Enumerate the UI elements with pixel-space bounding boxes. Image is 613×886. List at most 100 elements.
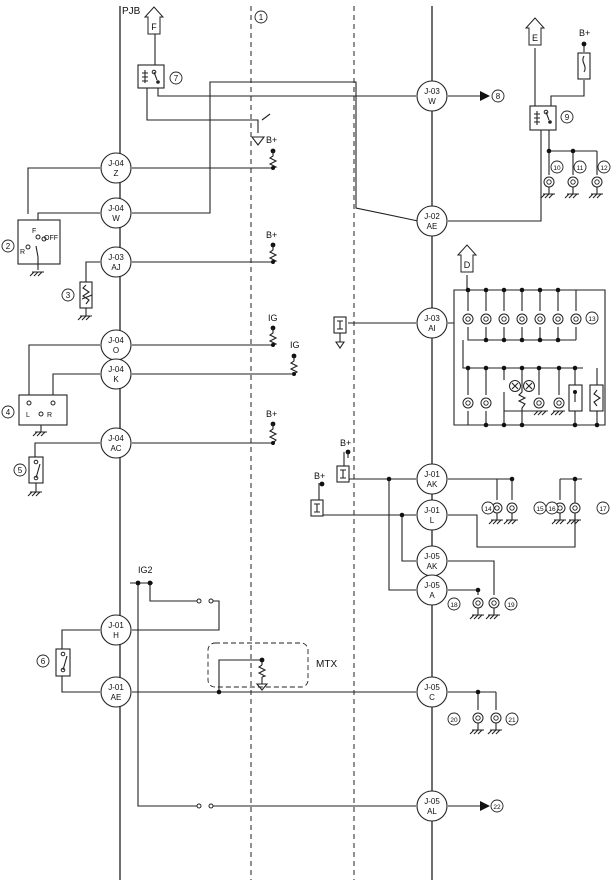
- svg-text:J-04: J-04: [108, 365, 124, 374]
- right-bplus-fuse: [577, 41, 591, 80]
- svg-text:17: 17: [599, 506, 607, 513]
- svg-text:L: L: [430, 516, 435, 525]
- svg-text:J-03: J-03: [424, 87, 440, 96]
- junction-j05a: J-05A: [416, 574, 448, 606]
- svg-text:AI: AI: [428, 324, 436, 333]
- supply-symbols: [135, 41, 591, 691]
- ref-12: 12: [597, 160, 611, 174]
- junction-j01l: J-01L: [416, 499, 448, 531]
- lamp-bulb-10: [570, 313, 582, 325]
- lamp-bulb-4: [462, 313, 474, 325]
- lamp-bulb-8: [534, 313, 546, 325]
- svg-text:H: H: [113, 631, 119, 640]
- tag-d: D: [456, 244, 478, 273]
- lamp-bulb-2: [564, 176, 579, 199]
- svg-text:AK: AK: [427, 562, 438, 571]
- svg-text:D: D: [464, 260, 471, 270]
- lamp-bulb-11: [462, 397, 474, 409]
- svg-text:AL: AL: [427, 807, 437, 816]
- ref-20: 20: [447, 712, 461, 726]
- svg-text:13: 13: [588, 316, 596, 323]
- matrix-extras: [503, 380, 604, 416]
- relay-9: [529, 105, 557, 131]
- svg-text:R: R: [20, 249, 25, 256]
- ref-5: 5: [13, 463, 27, 477]
- svg-text:O: O: [113, 346, 119, 355]
- junction-layer: J-04ZJ-04WJ-03AJJ-04OJ-04KJ-04ACJ-01HJ-0…: [100, 80, 448, 822]
- power-label-bplus-4: B+: [340, 438, 351, 448]
- ref-7: 7: [169, 71, 183, 85]
- lamp-bulb-18: [566, 502, 581, 525]
- junction-j05c: J-05C: [416, 676, 448, 708]
- bplus-5-supply: [319, 481, 325, 487]
- svg-text:5: 5: [18, 466, 23, 475]
- svg-text:J-01: J-01: [108, 683, 124, 692]
- switch-6: [55, 648, 71, 677]
- svg-text:AE: AE: [111, 693, 122, 702]
- ignition-switch: F OFF R: [17, 219, 61, 277]
- lamp-bulb-12: [480, 397, 492, 409]
- lamp-bulb-9: [552, 313, 564, 325]
- svg-text:E: E: [532, 33, 538, 43]
- ig-1-supply: [268, 325, 278, 347]
- svg-text:1: 1: [259, 13, 264, 22]
- junction-j04o: J-04O: [100, 329, 132, 361]
- rheostat-3: [77, 281, 93, 321]
- lamp-bulb-21: [469, 712, 484, 735]
- svg-text:21: 21: [508, 717, 516, 724]
- svg-text:OFF: OFF: [44, 235, 58, 242]
- svg-text:C: C: [429, 693, 435, 702]
- svg-text:MTX: MTX: [316, 659, 337, 670]
- lamp-bulb-1: [540, 176, 555, 199]
- turn-switch-4: L R: [18, 394, 68, 437]
- power-label-bplus-5: B+: [314, 471, 325, 481]
- lamp-bulb-22: [487, 712, 502, 735]
- bplus-4-supply: [345, 449, 351, 458]
- lamp-bulb-14: [553, 397, 565, 409]
- svg-text:R: R: [47, 412, 52, 419]
- ref-16: 16: [545, 501, 559, 515]
- lamp-bulb-16: [503, 502, 518, 525]
- svg-text:6: 6: [41, 657, 46, 666]
- svg-text:14: 14: [484, 506, 492, 513]
- svg-text:19: 19: [507, 602, 515, 609]
- svg-text:W: W: [112, 214, 120, 223]
- ref-9: 9: [560, 110, 574, 124]
- svg-text:J-05: J-05: [424, 683, 440, 692]
- power-label-bplus-3: B+: [266, 409, 277, 419]
- svg-text:AJ: AJ: [111, 263, 120, 272]
- svg-text:AC: AC: [110, 444, 121, 453]
- power-label-bplus-top-right: B+: [579, 28, 590, 38]
- junction-j03w: J-03W: [416, 80, 448, 112]
- ref-22: 22: [490, 799, 504, 813]
- power-label-bplus-1: B+: [266, 135, 277, 145]
- svg-text:A: A: [429, 591, 435, 600]
- svg-text:J-01: J-01: [424, 506, 440, 515]
- svg-text:J-05: J-05: [424, 797, 440, 806]
- ref-13: 13: [585, 311, 599, 325]
- mtx-dashed-box: MTX: [207, 642, 337, 688]
- ref-21: 21: [505, 712, 519, 726]
- lamp-bulb-5: [480, 313, 492, 325]
- switch-5: [27, 456, 44, 497]
- svg-text:20: 20: [450, 717, 458, 724]
- ref-11: 11: [573, 160, 587, 174]
- switch-l: [310, 499, 324, 517]
- switch-ak: [336, 465, 350, 483]
- switch-ai: [333, 316, 347, 349]
- svg-text:W: W: [428, 97, 436, 106]
- ref-14: 14: [481, 501, 495, 515]
- ref-15: 15: [533, 501, 547, 515]
- power-label-ig-1: IG: [268, 313, 278, 323]
- lamp-bulb-20: [485, 597, 500, 620]
- svg-text:16: 16: [548, 506, 556, 513]
- lamp-bulb-6: [498, 313, 510, 325]
- svg-text:18: 18: [450, 602, 458, 609]
- svg-text:2: 2: [6, 242, 11, 251]
